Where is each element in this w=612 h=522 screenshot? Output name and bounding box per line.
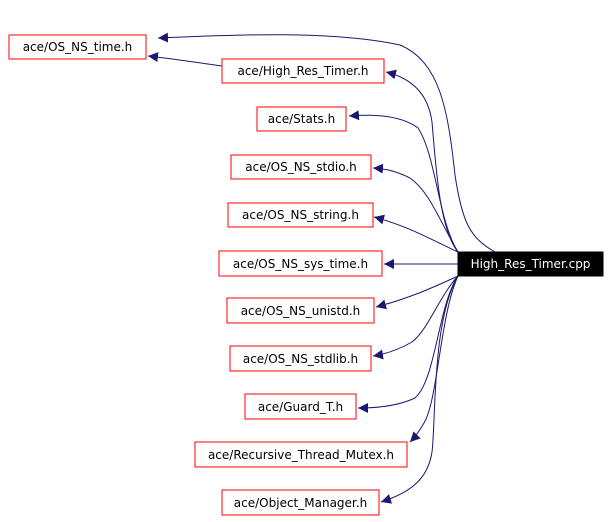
source-node-label: High_Res_Timer.cpp xyxy=(471,257,591,271)
node-os-ns-stdlib[interactable]: ace/OS_NS_stdlib.h xyxy=(229,345,372,372)
node-guard-t[interactable]: ace/Guard_T.h xyxy=(244,393,357,420)
node-stats-h[interactable]: ace/Stats.h xyxy=(256,106,347,132)
node-label: ace/Stats.h xyxy=(268,112,335,126)
node-label: ace/OS_NS_stdlib.h xyxy=(243,352,358,366)
edge-cpp-to-object-manager xyxy=(380,275,459,504)
node-os-ns-string[interactable]: ace/OS_NS_string.h xyxy=(227,202,374,228)
edge-cpp-to-os-ns-stdio xyxy=(372,163,459,253)
edge-cpp-to-os-ns-stdlib xyxy=(372,275,459,360)
node-label: ace/High_Res_Timer.h xyxy=(237,64,368,78)
node-high-res-timer-h[interactable]: ace/High_Res_Timer.h xyxy=(221,58,385,84)
edge-cpp-to-high-res-timer-h xyxy=(385,69,459,253)
edge-cpp-to-os-ns-time xyxy=(157,32,496,253)
node-label: ace/OS_NS_sys_time.h xyxy=(233,257,368,271)
node-label: ace/Recursive_Thread_Mutex.h xyxy=(208,448,394,462)
node-label: ace/OS_NS_stdio.h xyxy=(245,160,357,174)
edge-cpp-to-recursive-thread-mutex xyxy=(409,275,459,443)
edge-cpp-to-os-ns-unistd xyxy=(375,275,459,310)
edges xyxy=(147,32,496,504)
edge-cpp-to-guard-t xyxy=(357,275,459,413)
node-label: ace/OS_NS_string.h xyxy=(242,208,359,222)
node-label: ace/Guard_T.h xyxy=(258,400,343,414)
node-object-manager[interactable]: ace/Object_Manager.h xyxy=(221,489,380,516)
edge-cpp-to-os-ns-string xyxy=(373,214,459,253)
node-os-ns-unistd[interactable]: ace/OS_NS_unistd.h xyxy=(226,297,375,324)
node-high-res-timer-cpp[interactable]: High_Res_Timer.cpp xyxy=(457,251,604,277)
edge-high-res-timer-h-to-os-ns-time xyxy=(147,52,223,67)
node-os-ns-time[interactable]: ace/OS_NS_time.h xyxy=(8,34,147,60)
node-label: ace/OS_NS_time.h xyxy=(23,40,133,54)
node-label: ace/OS_NS_unistd.h xyxy=(241,304,361,318)
node-label: ace/Object_Manager.h xyxy=(234,496,367,510)
node-os-ns-stdio[interactable]: ace/OS_NS_stdio.h xyxy=(230,154,372,180)
node-recursive-thread-mutex[interactable]: ace/Recursive_Thread_Mutex.h xyxy=(194,441,408,468)
edge-cpp-to-stats-h xyxy=(348,110,459,253)
node-os-ns-sys-time[interactable]: ace/OS_NS_sys_time.h xyxy=(218,250,383,277)
